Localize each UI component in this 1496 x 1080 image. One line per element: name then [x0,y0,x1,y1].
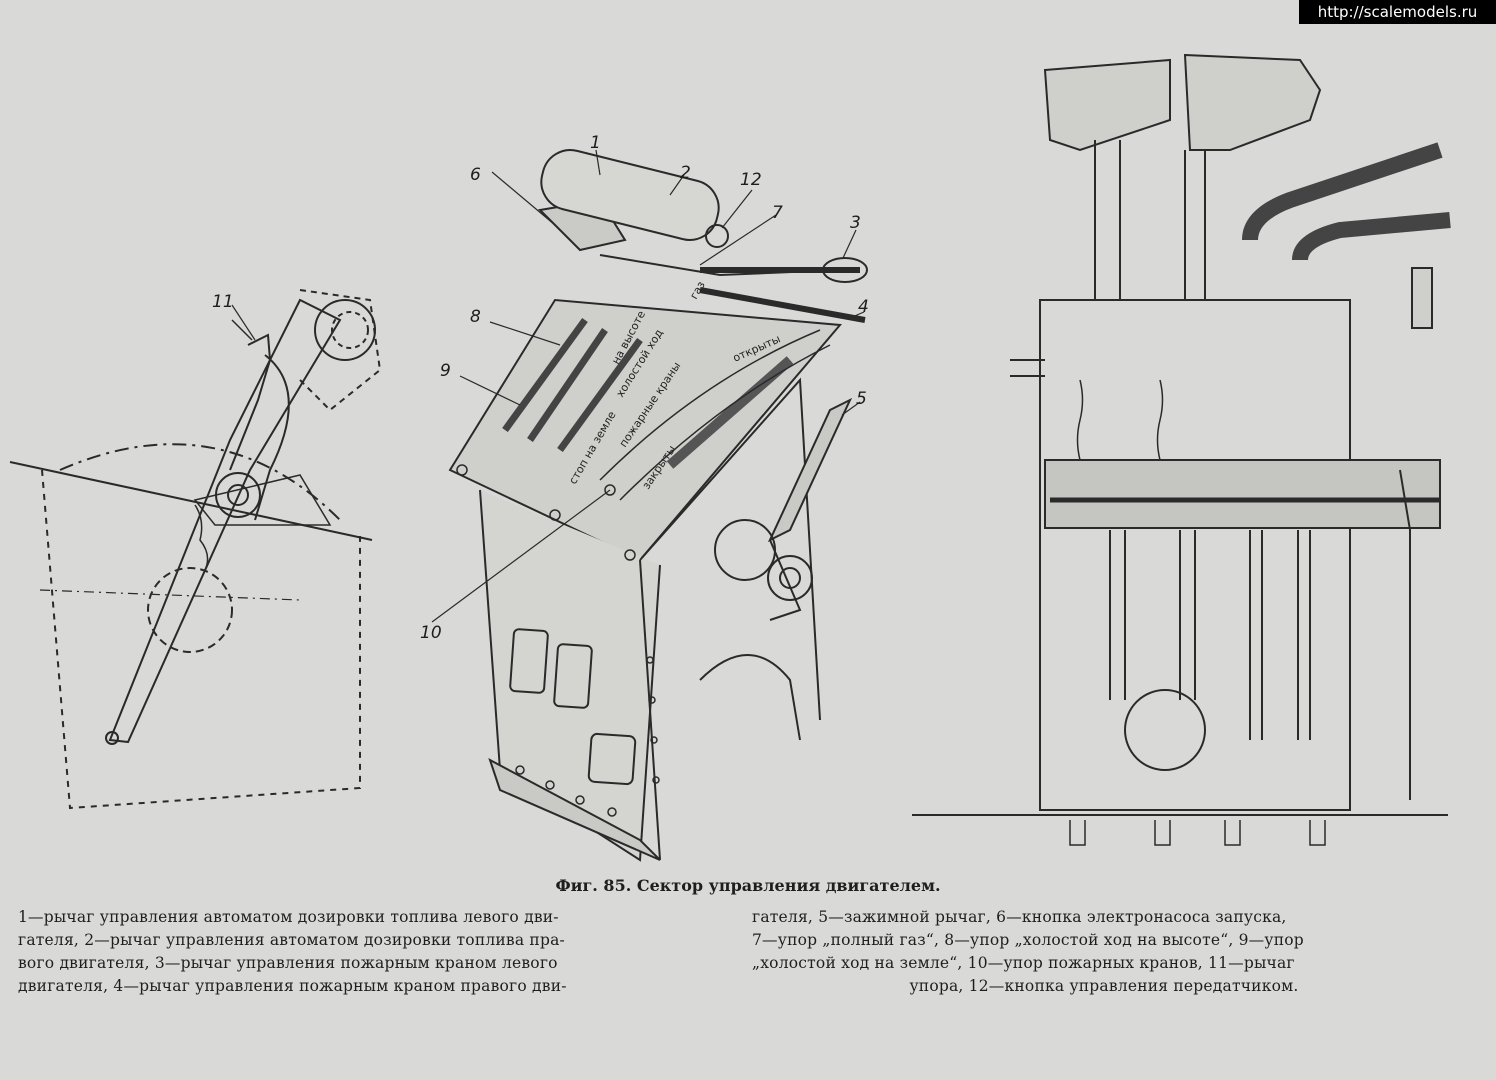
right-cross-section [912,53,1451,846]
legend-line: 1—рычаг управления автоматом дозировки т… [18,908,559,926]
left-kinematic-schematic [9,289,382,810]
callout-6: 6 [470,165,481,185]
plate-label-full-throttle: газ [687,279,708,302]
callout-4: 4 [858,297,869,317]
callout-1: 1 [590,133,601,153]
callout-9: 9 [440,361,451,381]
callout-2: 2 [680,163,691,183]
callout-7: 7 [772,203,783,223]
center-perspective-view [231,149,868,862]
callout-10: 10 [420,623,442,643]
legend-right-column: гателя, 5—зажимной рычаг, 6—кнопка элект… [752,906,1456,998]
legend-line: 7—упор „полный газ“, 8—упор „холостой хо… [752,931,1304,949]
legend-line: „холостой ход на земле“, 10—упор пожарны… [752,954,1295,972]
legend-line: гателя, 2—рычаг управления автоматом доз… [18,931,565,949]
legend-line: двигателя, 4—рычаг управления пожарным к… [18,977,567,995]
callout-11: 11 [212,292,234,312]
callout-12: 12 [740,170,762,190]
figure-caption: Фиг. 85. Сектор управления двигателем. [555,876,941,895]
callout-5: 5 [856,389,867,409]
legend-left-column: 1—рычаг управления автоматом дозировки т… [18,906,724,998]
legend-line: гателя, 5—зажимной рычаг, 6—кнопка элект… [752,908,1287,926]
callout-8: 8 [470,307,481,327]
watermark-url: http://scalemodels.ru [1299,0,1496,24]
callout-3: 3 [850,213,861,233]
legend-line: упора, 12—кнопка управления передатчиком… [909,977,1299,995]
legend-line: вого двигателя, 3—рычаг управления пожар… [18,954,558,972]
engine-control-sector-figure: 1 2 3 4 5 6 7 8 9 10 11 12 открыты закры… [9,53,1451,862]
